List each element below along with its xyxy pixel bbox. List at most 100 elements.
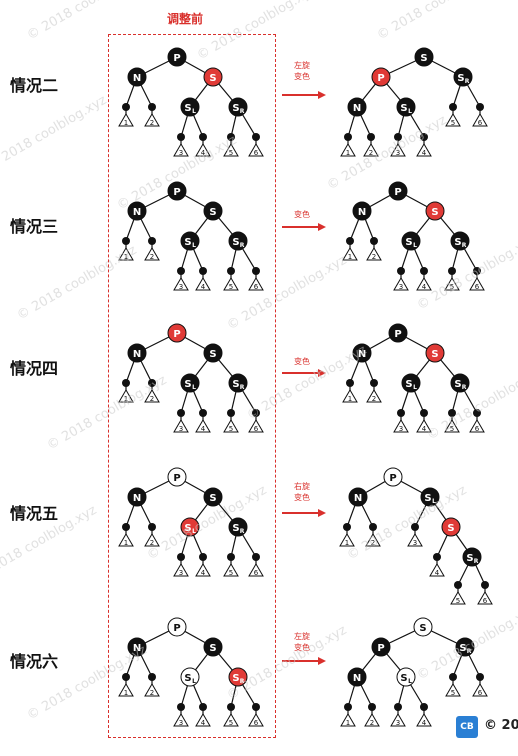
node-S-label: S [209, 349, 216, 360]
subtree-label: 1 [346, 149, 350, 157]
subtree-label: 5 [229, 719, 233, 727]
node-SR [455, 637, 475, 657]
node-S [203, 67, 223, 87]
node-SR-label: S [466, 553, 473, 564]
subtree-triangle [195, 563, 211, 577]
subtree-triangle [223, 419, 239, 433]
case-label-2: 情况二 [10, 76, 59, 95]
subtree-label: 3 [413, 539, 417, 547]
node-SL-label: S [405, 379, 412, 390]
subtree-triangle [339, 533, 355, 547]
transform-arrow-head [318, 223, 326, 231]
node-SL-sublabel: L [192, 384, 196, 391]
subtree-triangle [173, 419, 189, 433]
node-SR-label: S [454, 379, 461, 390]
subtree-label: 3 [399, 283, 403, 291]
node-SL-label: S [424, 493, 431, 504]
node-SL-sublabel: L [192, 528, 196, 535]
subtree-triangle [390, 713, 406, 727]
subtree-triangle [416, 143, 432, 157]
node-P-label: P [173, 473, 180, 484]
subtree-triangle [445, 683, 461, 697]
node-N [127, 201, 147, 221]
transform-arrow-head [318, 657, 326, 665]
subtree-label: 3 [399, 425, 403, 433]
node-P-label: P [377, 73, 384, 84]
subtree-label: 2 [150, 253, 154, 261]
subtree-label: 4 [422, 425, 427, 433]
subtree-label: 2 [372, 253, 376, 261]
node-SR-label: S [232, 237, 239, 248]
node-N-label: N [133, 73, 141, 84]
node-SL-sublabel: L [192, 108, 196, 115]
subtree-triangle [248, 713, 264, 727]
node-P [167, 47, 187, 67]
node-SL [180, 517, 200, 537]
node-SR-sublabel: R [465, 78, 470, 85]
case-label-4: 情况四 [10, 359, 59, 378]
node-S [414, 47, 434, 67]
subtree-label: 2 [150, 395, 154, 403]
subtree-label: 5 [229, 425, 233, 433]
node-P [388, 181, 408, 201]
node-N [127, 343, 147, 363]
subtree-label: 2 [150, 119, 154, 127]
node-N [348, 487, 368, 507]
node-SL-label: S [184, 673, 191, 684]
node-N [127, 487, 147, 507]
subtree-triangle [477, 591, 493, 605]
node-SR [450, 373, 470, 393]
subtree-label: 3 [179, 719, 183, 727]
case-label-5: 情况五 [10, 504, 59, 523]
node-SR [228, 373, 248, 393]
subtree-label: 1 [124, 119, 128, 127]
node-SR-sublabel: R [462, 242, 467, 249]
node-SL-sublabel: L [192, 242, 196, 249]
subtree-triangle [444, 277, 460, 291]
node-P [371, 637, 391, 657]
subtree-triangle [364, 713, 380, 727]
subtree-label: 6 [475, 283, 480, 291]
node-S-label: S [420, 53, 427, 64]
subtree-label: 4 [201, 569, 206, 577]
node-SR-sublabel: R [240, 528, 245, 535]
subtree-triangle [173, 713, 189, 727]
node-SL-label: S [184, 379, 191, 390]
arrow-label-3: 变色 [294, 210, 310, 219]
node-SR [228, 97, 248, 117]
coolblog-logo: CB [456, 716, 478, 738]
subtree-label: 6 [254, 569, 259, 577]
subtree-triangle [118, 683, 134, 697]
node-N-label: N [133, 207, 141, 218]
subtree-label: 4 [435, 569, 440, 577]
case-label-3: 情况三 [10, 217, 59, 236]
before-column-frame [108, 34, 276, 738]
subtree-label: 2 [370, 719, 374, 727]
subtree-triangle [248, 419, 264, 433]
node-SR-sublabel: R [240, 108, 245, 115]
node-SL [401, 373, 421, 393]
subtree-triangle [118, 113, 134, 127]
subtree-triangle [118, 533, 134, 547]
subtree-triangle [469, 419, 485, 433]
subtree-triangle [248, 143, 264, 157]
subtree-label: 1 [345, 539, 349, 547]
subtree-triangle [144, 389, 160, 403]
subtree-label: 2 [150, 689, 154, 697]
node-S [203, 487, 223, 507]
subtree-label: 1 [124, 253, 128, 261]
node-N-label: N [133, 349, 141, 360]
node-SR-label: S [457, 73, 464, 84]
node-SL [180, 667, 200, 687]
node-SL-label: S [184, 523, 191, 534]
subtree-triangle [416, 419, 432, 433]
subtree-label: 2 [372, 395, 376, 403]
subtree-triangle [118, 389, 134, 403]
subtree-triangle [144, 533, 160, 547]
node-N-label: N [358, 349, 366, 360]
subtree-label: 5 [450, 425, 454, 433]
node-P-label: P [377, 643, 384, 654]
node-SR [228, 231, 248, 251]
node-S-label: S [447, 523, 454, 534]
